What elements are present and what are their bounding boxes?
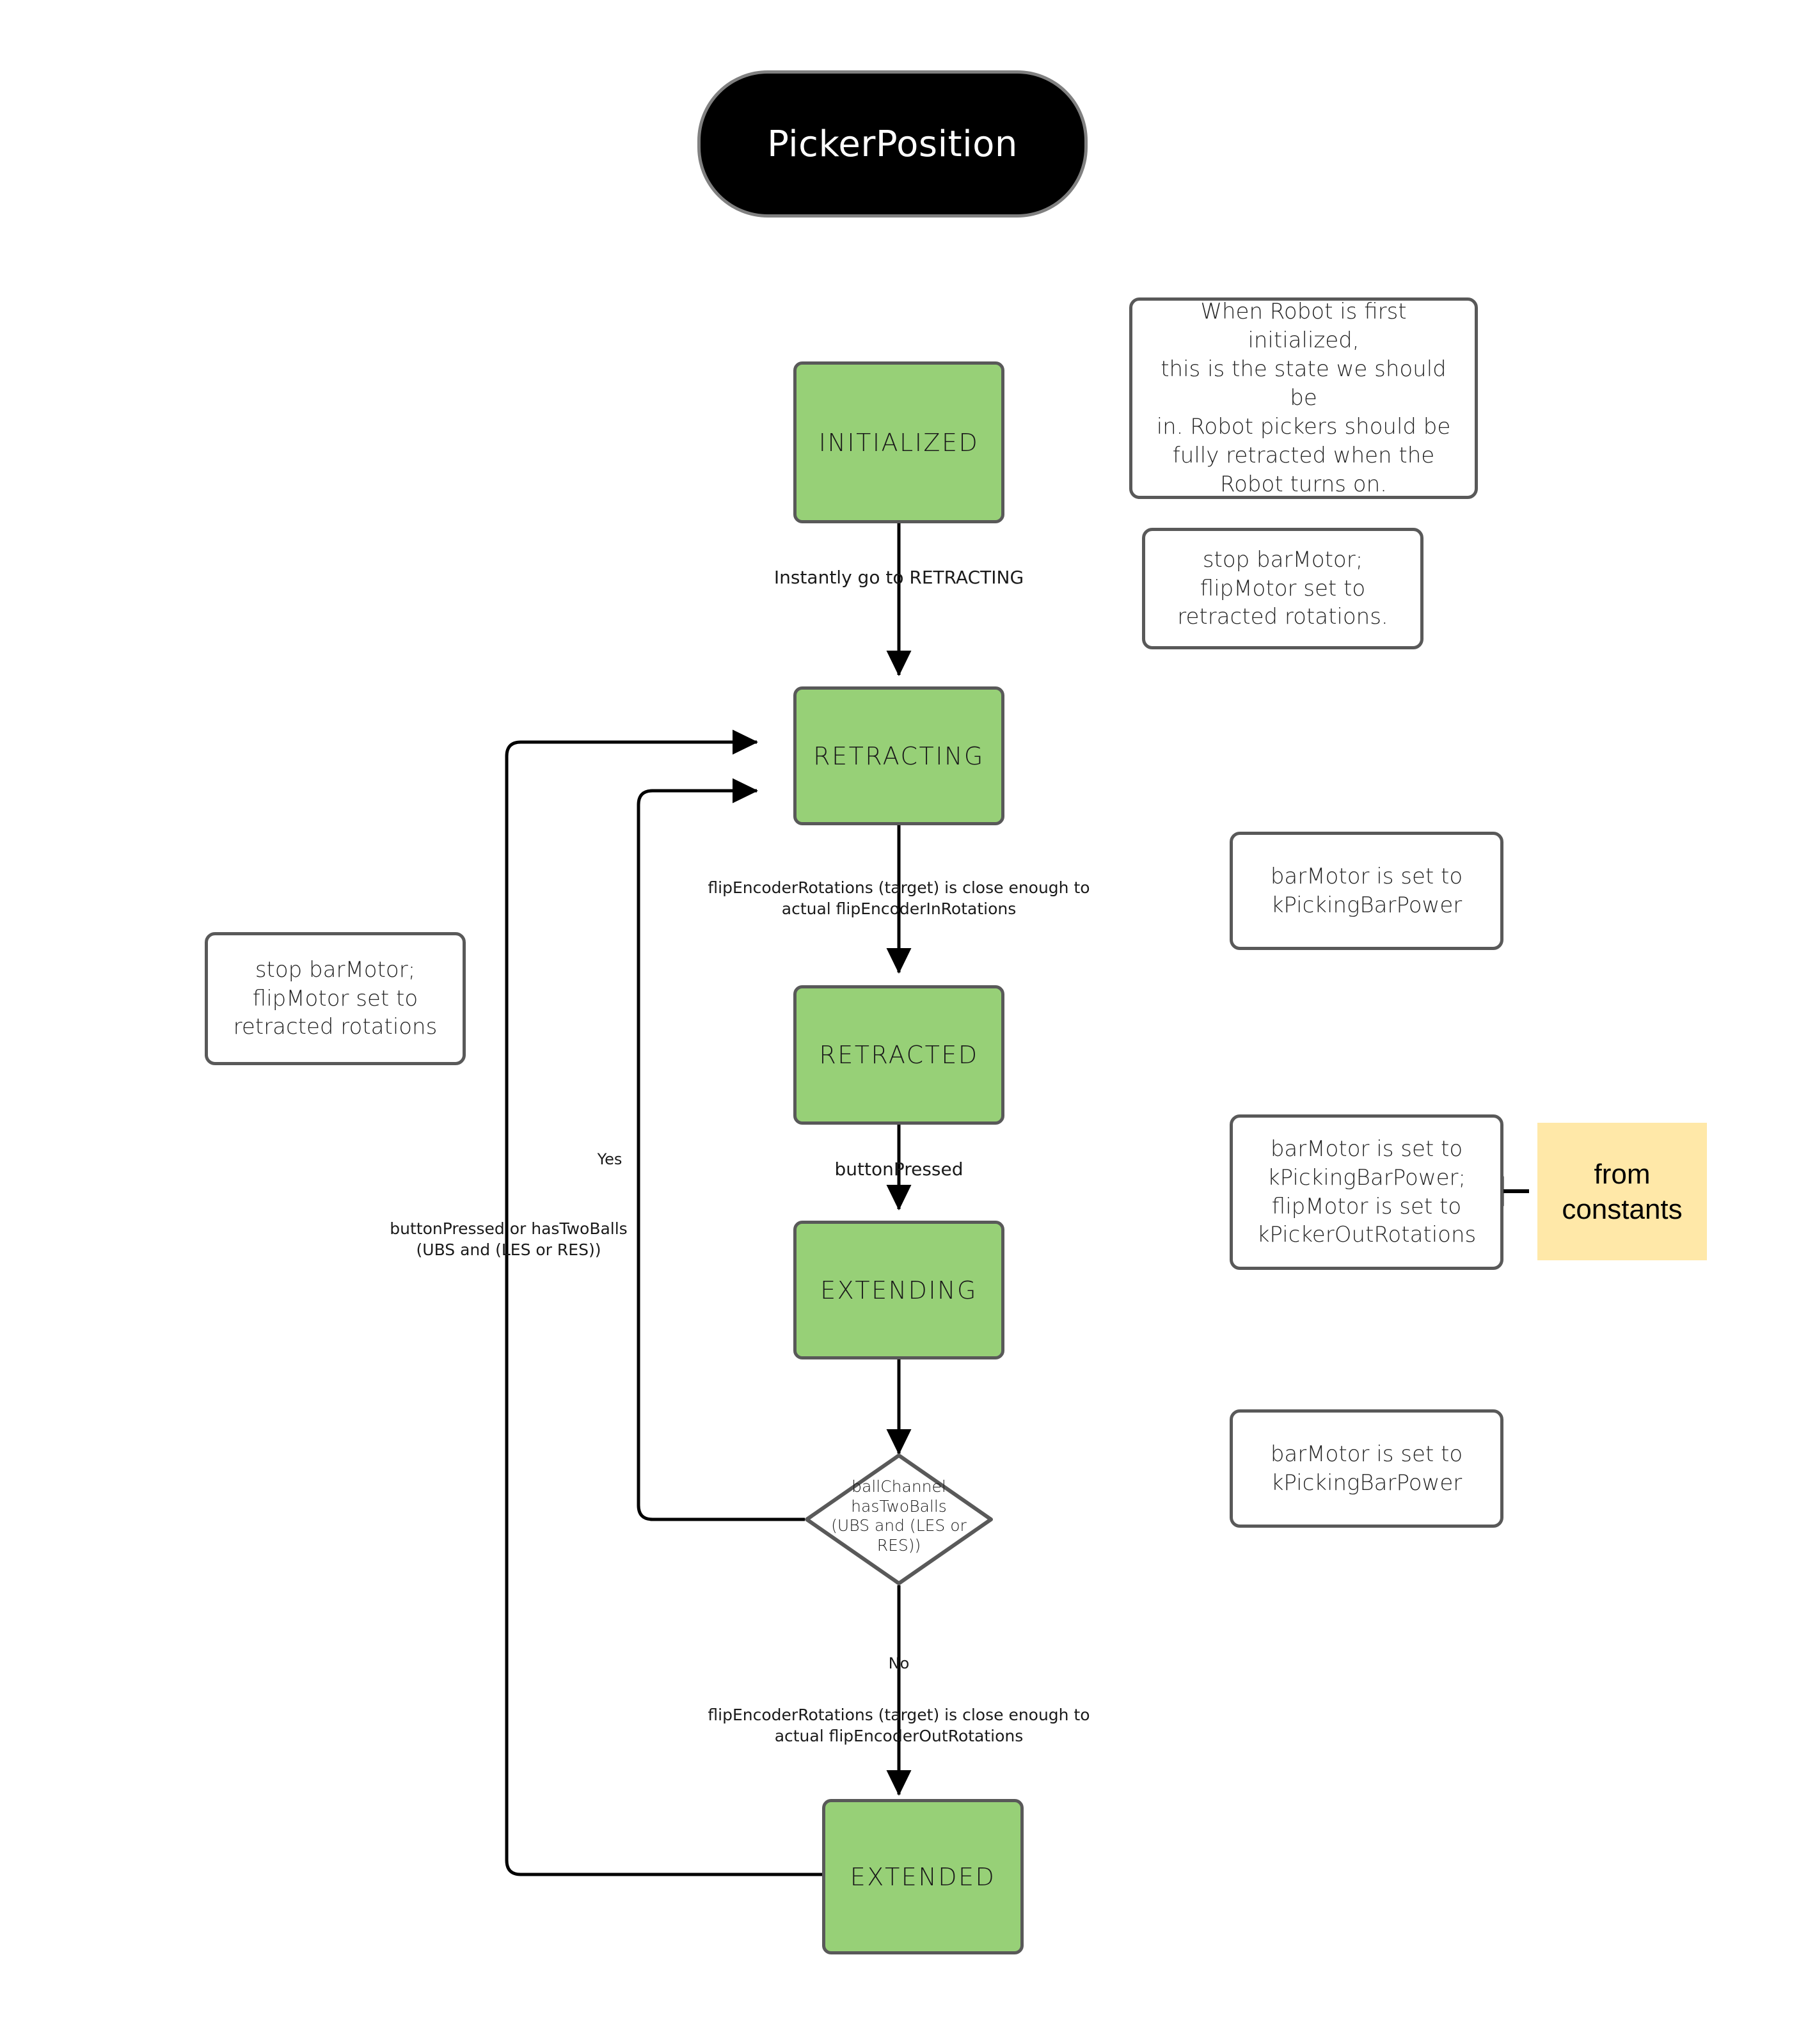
note-retracting-bar-power: barMotor is set to kPickingBarPower — [1230, 832, 1503, 950]
state-label-initialized: INITIALIZED — [818, 428, 979, 457]
diagram-title-label: PickerPosition — [767, 123, 1018, 165]
sticky-note-label-from-constants: from constants — [1562, 1158, 1683, 1225]
state-label-extending: EXTENDING — [820, 1276, 978, 1304]
note-extending-action: barMotor is set to kPickingBarPower; fli… — [1230, 1114, 1503, 1270]
note-extended-bar-power: barMotor is set to kPickingBarPower — [1230, 1409, 1503, 1528]
state-node-extending[interactable]: EXTENDING — [793, 1221, 1004, 1359]
note-retracting-action: stop barMotor; flipMotor set to retracte… — [1142, 528, 1423, 649]
sticky-note-from-constants: from constants — [1537, 1123, 1707, 1260]
edge-label-yes: Yes — [597, 1150, 622, 1168]
state-node-initialized[interactable]: INITIALIZED — [793, 361, 1004, 523]
edge-label-no: No — [888, 1654, 910, 1672]
note-label-left-retract-action: stop barMotor; flipMotor set to retracte… — [233, 956, 438, 1040]
note-label-initialized-description: When Robot is first initialized, this is… — [1156, 299, 1451, 497]
state-label-retracted: RETRACTED — [819, 1041, 979, 1069]
note-label-extended-bar-power: barMotor is set to kPickingBarPower — [1270, 1441, 1463, 1496]
state-label-extended: EXTENDED — [850, 1862, 996, 1891]
note-initialized-description: When Robot is first initialized, this is… — [1129, 297, 1478, 499]
note-left-retract-action: stop barMotor; flipMotor set to retracte… — [205, 932, 466, 1065]
edge-label-flip-in-rotations: flipEncoderRotations (target) is close e… — [708, 878, 1090, 918]
state-node-retracted[interactable]: RETRACTED — [793, 985, 1004, 1125]
state-node-extended[interactable]: EXTENDED — [822, 1799, 1024, 1954]
note-label-extending-action: barMotor is set to kPickingBarPower; fli… — [1257, 1136, 1477, 1248]
note-label-retracting-bar-power: barMotor is set to kPickingBarPower — [1270, 863, 1463, 918]
decision-label-ball-channel: ballChannel hasTwoBalls (UBS and (LES or… — [831, 1477, 967, 1555]
state-label-retracting: RETRACTING — [813, 741, 985, 770]
edge-label-button-pressed: buttonPressed — [834, 1159, 963, 1180]
decision-node-ball-channel[interactable]: ballChannel hasTwoBalls (UBS and (LES or… — [805, 1454, 993, 1585]
edge-label-button-pressed-or-has-two-balls: buttonPressed or hasTwoBalls (UBS and (L… — [390, 1219, 628, 1259]
diagram-title-node: PickerPosition — [697, 70, 1088, 218]
decision-diamond-shape — [805, 1454, 993, 1585]
edge-label-flip-out-rotations: flipEncoderRotations (target) is close e… — [708, 1706, 1090, 1745]
note-label-retracting-action: stop barMotor; flipMotor set to retracte… — [1177, 546, 1388, 630]
edge-label-instantly-go-to-retracting: Instantly go to RETRACTING — [773, 567, 1024, 588]
state-node-retracting[interactable]: RETRACTING — [793, 686, 1004, 825]
